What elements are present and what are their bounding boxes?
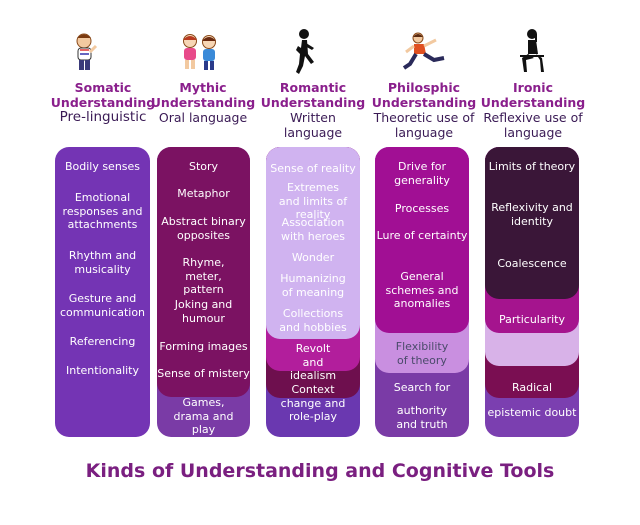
seated-thinker-icon (520, 29, 544, 72)
ironic-dark-band (485, 147, 579, 299)
mythic-item: Metaphor (177, 187, 230, 200)
ironic-item: Radical (511, 381, 553, 394)
header-title: Understanding (150, 95, 256, 110)
mythic-main-band (157, 147, 250, 397)
child-thinking-icon (76, 33, 98, 70)
header-ironic: Ironic Understanding Reflexive use of la… (475, 80, 591, 140)
header-somatic: Somatic Understanding Pre-linguistic (45, 80, 161, 125)
somatic-item: Emotional responses and attachments (62, 191, 143, 231)
header-title: Understanding (260, 95, 366, 110)
philo-item: Flexibility of theory (395, 340, 449, 367)
mythic-item: Joking and humour (174, 298, 233, 325)
philo-item: General schemes and anomalies (385, 270, 459, 310)
philo-item: authority and truth (396, 404, 448, 431)
philo-item: Drive for generality (394, 160, 450, 187)
romantic-item: Collections and hobbies (279, 307, 347, 334)
romantic-light-band (266, 147, 360, 339)
romantic-item: Humanizing of meaning (280, 272, 346, 299)
somatic-item: Intentionality (65, 364, 139, 377)
header-romantic: Romantic Understanding Written language (255, 80, 371, 140)
header-title: Philosphic (387, 80, 461, 95)
header-title: Mythic (179, 80, 227, 95)
mythic-item: Games, drama and play (173, 396, 234, 436)
philo-magenta-band (375, 147, 469, 333)
somatic-item: Bodily senses (64, 160, 141, 173)
somatic-item: Referencing (69, 335, 136, 348)
mythic-item: Abstract binary opposites (161, 215, 246, 242)
header-title: Ironic (513, 80, 553, 95)
ironic-item: Coalescence (497, 257, 567, 270)
header-subtitle: Pre-linguistic (59, 109, 147, 125)
ironic-item: Particularity (499, 313, 565, 326)
ironic-item: Limits of theory (488, 160, 576, 173)
header-philosophic: Philosphic Understanding Theoretic use o… (366, 80, 482, 140)
philo-item: Lure of certainty (376, 229, 468, 242)
romantic-item: Association with heroes (280, 216, 346, 243)
mythic-item: Forming images (159, 340, 248, 353)
diagram-title: Kinds of Understanding and Cognitive Too… (85, 460, 555, 482)
leaping-man-icon (402, 32, 445, 70)
romantic-item: Context change and role-play (280, 383, 346, 423)
romantic-item: Extremes and limits of reality (278, 181, 348, 221)
header-title: Somatic (74, 80, 132, 95)
romantic-item: Wonder (291, 251, 335, 264)
two-children-icon (183, 34, 216, 70)
header-subtitle: Written language (283, 110, 343, 140)
header-subtitle: Reflexive use of language (483, 110, 583, 140)
header-mythic: Mythic Understanding Oral language (145, 80, 261, 125)
header-subtitle: Oral language (158, 110, 248, 125)
ironic-item: Reflexivity and identity (491, 201, 573, 228)
ironic-item: epistemic doubt (487, 406, 577, 419)
romantic-item: Sense of reality (270, 162, 356, 175)
somatic-item: Gesture and communication (59, 292, 146, 319)
header-subtitle: Theoretic use of language (373, 110, 475, 140)
somatic-item: Rhythm and musicality (68, 249, 137, 276)
header-title: Understanding (371, 95, 477, 110)
mythic-item: Rhyme, meter, pattern (182, 256, 225, 296)
mythic-item: Story (188, 160, 219, 173)
header-title: Romantic (279, 80, 347, 95)
romantic-item: Revolt and idealism (289, 342, 337, 382)
philo-item: Processes (394, 202, 450, 215)
mythic-item: Sense of mistery (157, 367, 250, 380)
header-title: Understanding (480, 95, 586, 110)
header-title: Understanding (50, 95, 156, 110)
running-silhouette-icon (296, 29, 314, 74)
philo-item: Search for (393, 381, 451, 394)
somatic-column (55, 147, 150, 437)
